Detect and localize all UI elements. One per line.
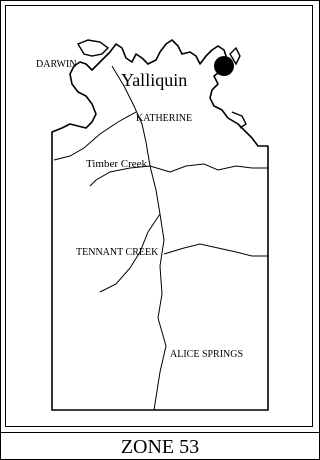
road-victoria-highway xyxy=(53,111,137,161)
road-barkly xyxy=(163,243,268,257)
road-carpentaria xyxy=(149,163,268,173)
island-tiwi xyxy=(76,39,110,57)
island-east xyxy=(229,46,241,66)
location-marker-icon xyxy=(214,56,234,76)
place-label-yalliquin: Yalliquin xyxy=(121,70,188,90)
zone-divider xyxy=(0,432,320,433)
territory-outline xyxy=(51,39,269,411)
place-label-alice-springs: ALICE SPRINGS xyxy=(170,349,244,360)
place-label-darwin: DARWIN xyxy=(36,59,77,70)
map-panel xyxy=(5,5,313,427)
road-tanami xyxy=(99,213,161,293)
place-label-timber-creek: Timber Creek xyxy=(86,158,148,170)
coast-inlet xyxy=(231,111,247,129)
place-label-katherine: KATHERINE xyxy=(136,113,193,124)
place-label-tennant-creek: TENNANT CREEK xyxy=(76,247,159,258)
zone-label: ZONE 53 xyxy=(120,436,200,458)
road-buntine xyxy=(89,165,151,187)
